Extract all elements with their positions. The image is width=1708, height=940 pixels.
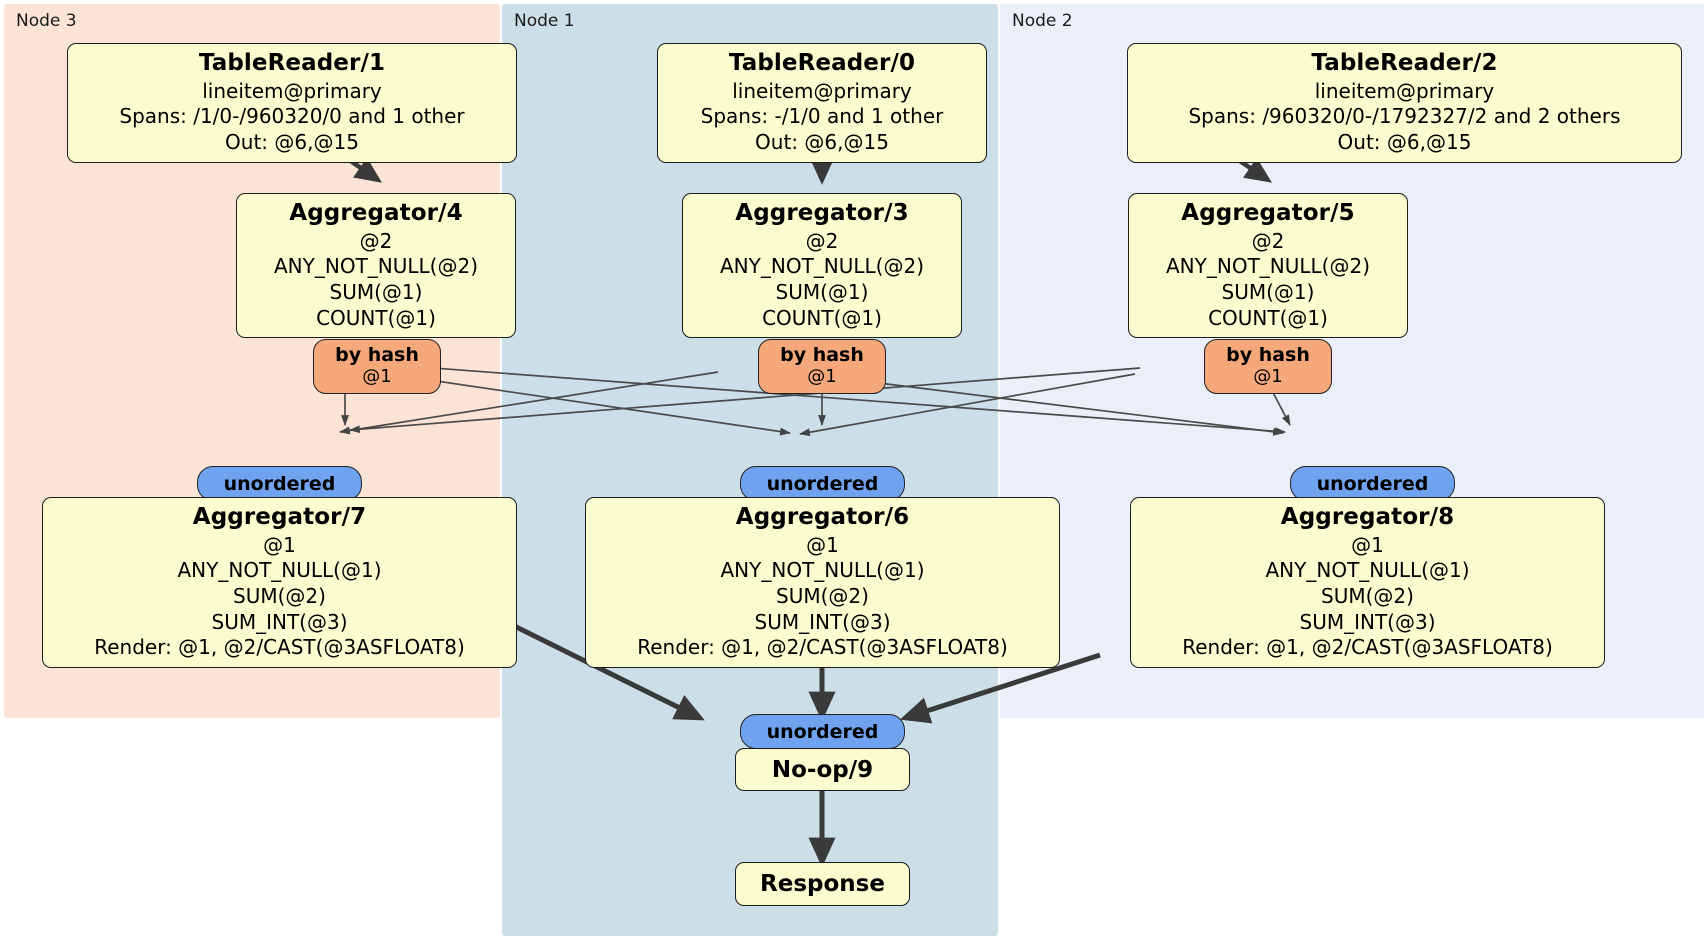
processor-detail-render: Render: @1, @2/CAST(@3ASFLOAT8) [1182, 635, 1553, 660]
processor-detail-agg1: ANY_NOT_NULL(@2) [274, 254, 478, 279]
processor-detail-render: Render: @1, @2/CAST(@3ASFLOAT8) [94, 635, 465, 660]
processor-detail-spans: Spans: -/1/0 and 1 other [700, 104, 944, 129]
router-column: @1 [1253, 366, 1283, 388]
processor-table-reader-0[interactable]: TableReader/0 lineitem@primary Spans: -/… [657, 43, 987, 163]
processor-detail-agg3: SUM_INT(@3) [754, 609, 891, 634]
processor-title: Aggregator/6 [735, 504, 910, 530]
processor-detail-agg1: ANY_NOT_NULL(@1) [177, 558, 382, 583]
processor-detail-groupcol: @2 [1251, 228, 1285, 253]
processor-detail-spans: Spans: /1/0-/960320/0 and 1 other [119, 104, 465, 129]
router-by-hash-aggregator-5[interactable]: by hash @1 [1204, 339, 1332, 394]
processor-title: Aggregator/3 [735, 200, 909, 226]
synchronizer-label: unordered [1316, 472, 1429, 495]
processor-detail-agg2: SUM(@2) [1321, 584, 1414, 609]
processor-detail-agg2: SUM(@1) [775, 280, 869, 305]
processor-detail-groupcol: @2 [805, 228, 839, 253]
processor-detail-agg3: SUM_INT(@3) [1299, 609, 1436, 634]
synchronizer-unordered-aggregator-7[interactable]: unordered [197, 466, 362, 501]
synchronizer-unordered-aggregator-6[interactable]: unordered [740, 466, 905, 501]
node-label-node3: Node 3 [16, 11, 77, 31]
processor-detail-agg3: SUM_INT(@3) [211, 609, 348, 634]
processor-title: TableReader/2 [1311, 50, 1498, 76]
processor-aggregator-6[interactable]: Aggregator/6 @1 ANY_NOT_NULL(@1) SUM(@2)… [585, 497, 1060, 668]
synchronizer-unordered-noop-9[interactable]: unordered [740, 714, 905, 749]
node-label-node1: Node 1 [514, 11, 575, 31]
processor-detail-agg2: SUM(@1) [1221, 280, 1315, 305]
processor-detail-groupcol: @1 [263, 532, 296, 557]
processor-aggregator-5[interactable]: Aggregator/5 @2 ANY_NOT_NULL(@2) SUM(@1)… [1128, 193, 1408, 339]
processor-detail-table: lineitem@primary [202, 78, 382, 103]
processor-aggregator-3[interactable]: Aggregator/3 @2 ANY_NOT_NULL(@2) SUM(@1)… [682, 193, 962, 339]
processor-title: No-op/9 [771, 756, 874, 783]
synchronizer-label: unordered [766, 720, 879, 743]
processor-title: Response [760, 871, 885, 897]
processor-detail-out: Out: @6,@15 [755, 130, 889, 155]
processor-aggregator-4[interactable]: Aggregator/4 @2 ANY_NOT_NULL(@2) SUM(@1)… [236, 193, 516, 339]
processor-title: Aggregator/8 [1280, 504, 1455, 530]
processor-detail-spans: Spans: /960320/0-/1792327/2 and 2 others [1188, 104, 1621, 129]
processor-detail-agg1: ANY_NOT_NULL(@2) [720, 254, 924, 279]
router-label: by hash [780, 344, 864, 366]
processor-detail-agg1: ANY_NOT_NULL(@1) [1265, 558, 1470, 583]
processor-detail-out: Out: @6,@15 [225, 130, 359, 155]
router-label: by hash [335, 344, 419, 366]
router-column: @1 [362, 366, 392, 388]
synchronizer-label: unordered [223, 472, 336, 495]
processor-table-reader-2[interactable]: TableReader/2 lineitem@primary Spans: /9… [1127, 43, 1682, 163]
router-column: @1 [807, 366, 837, 388]
processor-detail-agg2: SUM(@1) [329, 280, 423, 305]
processor-title: Aggregator/5 [1181, 200, 1355, 226]
processor-detail-agg2: SUM(@2) [233, 584, 326, 609]
processor-detail-agg2: SUM(@2) [776, 584, 869, 609]
processor-aggregator-7[interactable]: Aggregator/7 @1 ANY_NOT_NULL(@1) SUM(@2)… [42, 497, 517, 668]
processor-aggregator-8[interactable]: Aggregator/8 @1 ANY_NOT_NULL(@1) SUM(@2)… [1130, 497, 1605, 668]
processor-detail-groupcol: @2 [359, 228, 393, 253]
processor-title: TableReader/0 [728, 50, 916, 76]
processor-title: TableReader/1 [198, 50, 386, 76]
synchronizer-label: unordered [766, 472, 879, 495]
processor-title: Aggregator/4 [289, 200, 463, 226]
router-by-hash-aggregator-3[interactable]: by hash @1 [758, 339, 886, 394]
node-label-node2: Node 2 [1012, 11, 1073, 31]
router-by-hash-aggregator-4[interactable]: by hash @1 [313, 339, 441, 394]
processor-detail-agg3: COUNT(@1) [316, 305, 436, 330]
processor-no-op-9[interactable]: No-op/9 [735, 748, 910, 791]
processor-detail-render: Render: @1, @2/CAST(@3ASFLOAT8) [637, 635, 1008, 660]
synchronizer-unordered-aggregator-8[interactable]: unordered [1290, 466, 1455, 501]
router-label: by hash [1226, 344, 1310, 366]
processor-detail-out: Out: @6,@15 [1337, 130, 1472, 155]
processor-title: Aggregator/7 [192, 504, 367, 530]
processor-detail-groupcol: @1 [806, 532, 839, 557]
processor-detail-agg3: COUNT(@1) [762, 305, 882, 330]
processor-detail-table: lineitem@primary [732, 78, 912, 103]
processor-response[interactable]: Response [735, 862, 910, 906]
processor-detail-agg1: ANY_NOT_NULL(@1) [720, 558, 925, 583]
processor-table-reader-1[interactable]: TableReader/1 lineitem@primary Spans: /1… [67, 43, 517, 163]
processor-detail-groupcol: @1 [1351, 532, 1384, 557]
processor-detail-agg1: ANY_NOT_NULL(@2) [1166, 254, 1370, 279]
processor-detail-agg3: COUNT(@1) [1208, 305, 1328, 330]
processor-detail-table: lineitem@primary [1314, 78, 1495, 103]
